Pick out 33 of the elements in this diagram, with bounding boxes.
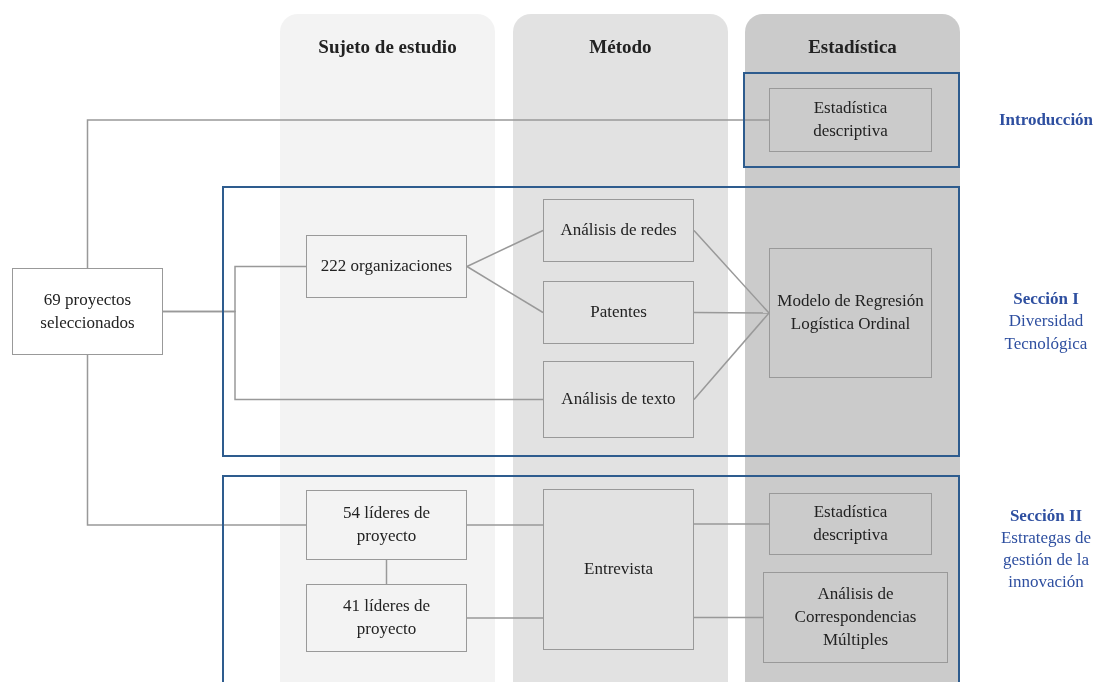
process-box: 54 líderes de proyecto bbox=[306, 490, 467, 560]
process-box: Patentes bbox=[543, 281, 694, 344]
process-box: Estadística descriptiva bbox=[769, 88, 932, 152]
connector-line bbox=[86, 354, 307, 526]
section-heading: Introducción bbox=[997, 108, 1095, 131]
connector-line bbox=[385, 559, 388, 585]
process-box: Estadística descriptiva bbox=[769, 493, 932, 555]
process-box: Análisis de redes bbox=[543, 199, 694, 262]
process-box: Modelo de Regresión Logística Ordinal bbox=[769, 248, 932, 378]
connector-line bbox=[466, 229, 544, 268]
connector-line bbox=[162, 310, 544, 401]
process-box: 69 proyectos seleccionados bbox=[12, 268, 163, 355]
connector-line bbox=[693, 229, 770, 314]
process-box: 222 organizaciones bbox=[306, 235, 467, 298]
process-box: Entrevista bbox=[543, 489, 694, 650]
column-heading: Método bbox=[588, 36, 653, 58]
column-heading: Estadística bbox=[807, 36, 898, 58]
process-box: 41 líderes de proyecto bbox=[306, 584, 467, 652]
connector-line bbox=[693, 312, 770, 401]
connector-line bbox=[466, 524, 544, 526]
connector-line bbox=[86, 119, 770, 269]
column-heading: Sujeto de estudio bbox=[317, 36, 458, 58]
section-subtitle: Diversidad Tecnológica bbox=[1003, 310, 1089, 355]
section-heading: Sección I bbox=[1012, 288, 1080, 311]
connector-line bbox=[693, 523, 770, 525]
process-box: Análisis de texto bbox=[543, 361, 694, 438]
process-box: Análisis de Correspondencias Múltiples bbox=[763, 572, 948, 663]
connector-line bbox=[693, 616, 764, 619]
connector-line bbox=[466, 617, 544, 619]
section-heading: Sección II bbox=[1008, 505, 1084, 527]
section-subtitle: Estrategas de gestión de la innovación bbox=[999, 527, 1093, 594]
connector-line bbox=[466, 265, 544, 314]
connector-line bbox=[693, 311, 770, 314]
